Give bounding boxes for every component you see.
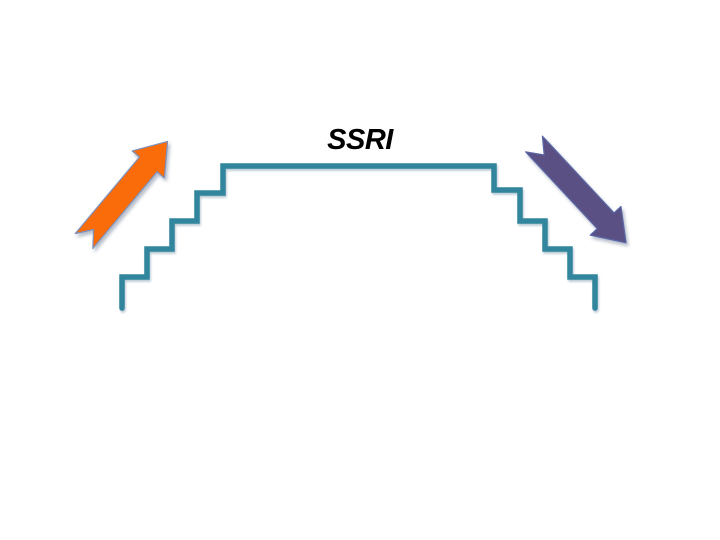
down-right-arrow-icon <box>524 135 627 244</box>
up-right-arrow-icon <box>74 140 169 249</box>
staircase-line <box>119 163 598 311</box>
plateau-label: SSRI <box>327 124 393 156</box>
